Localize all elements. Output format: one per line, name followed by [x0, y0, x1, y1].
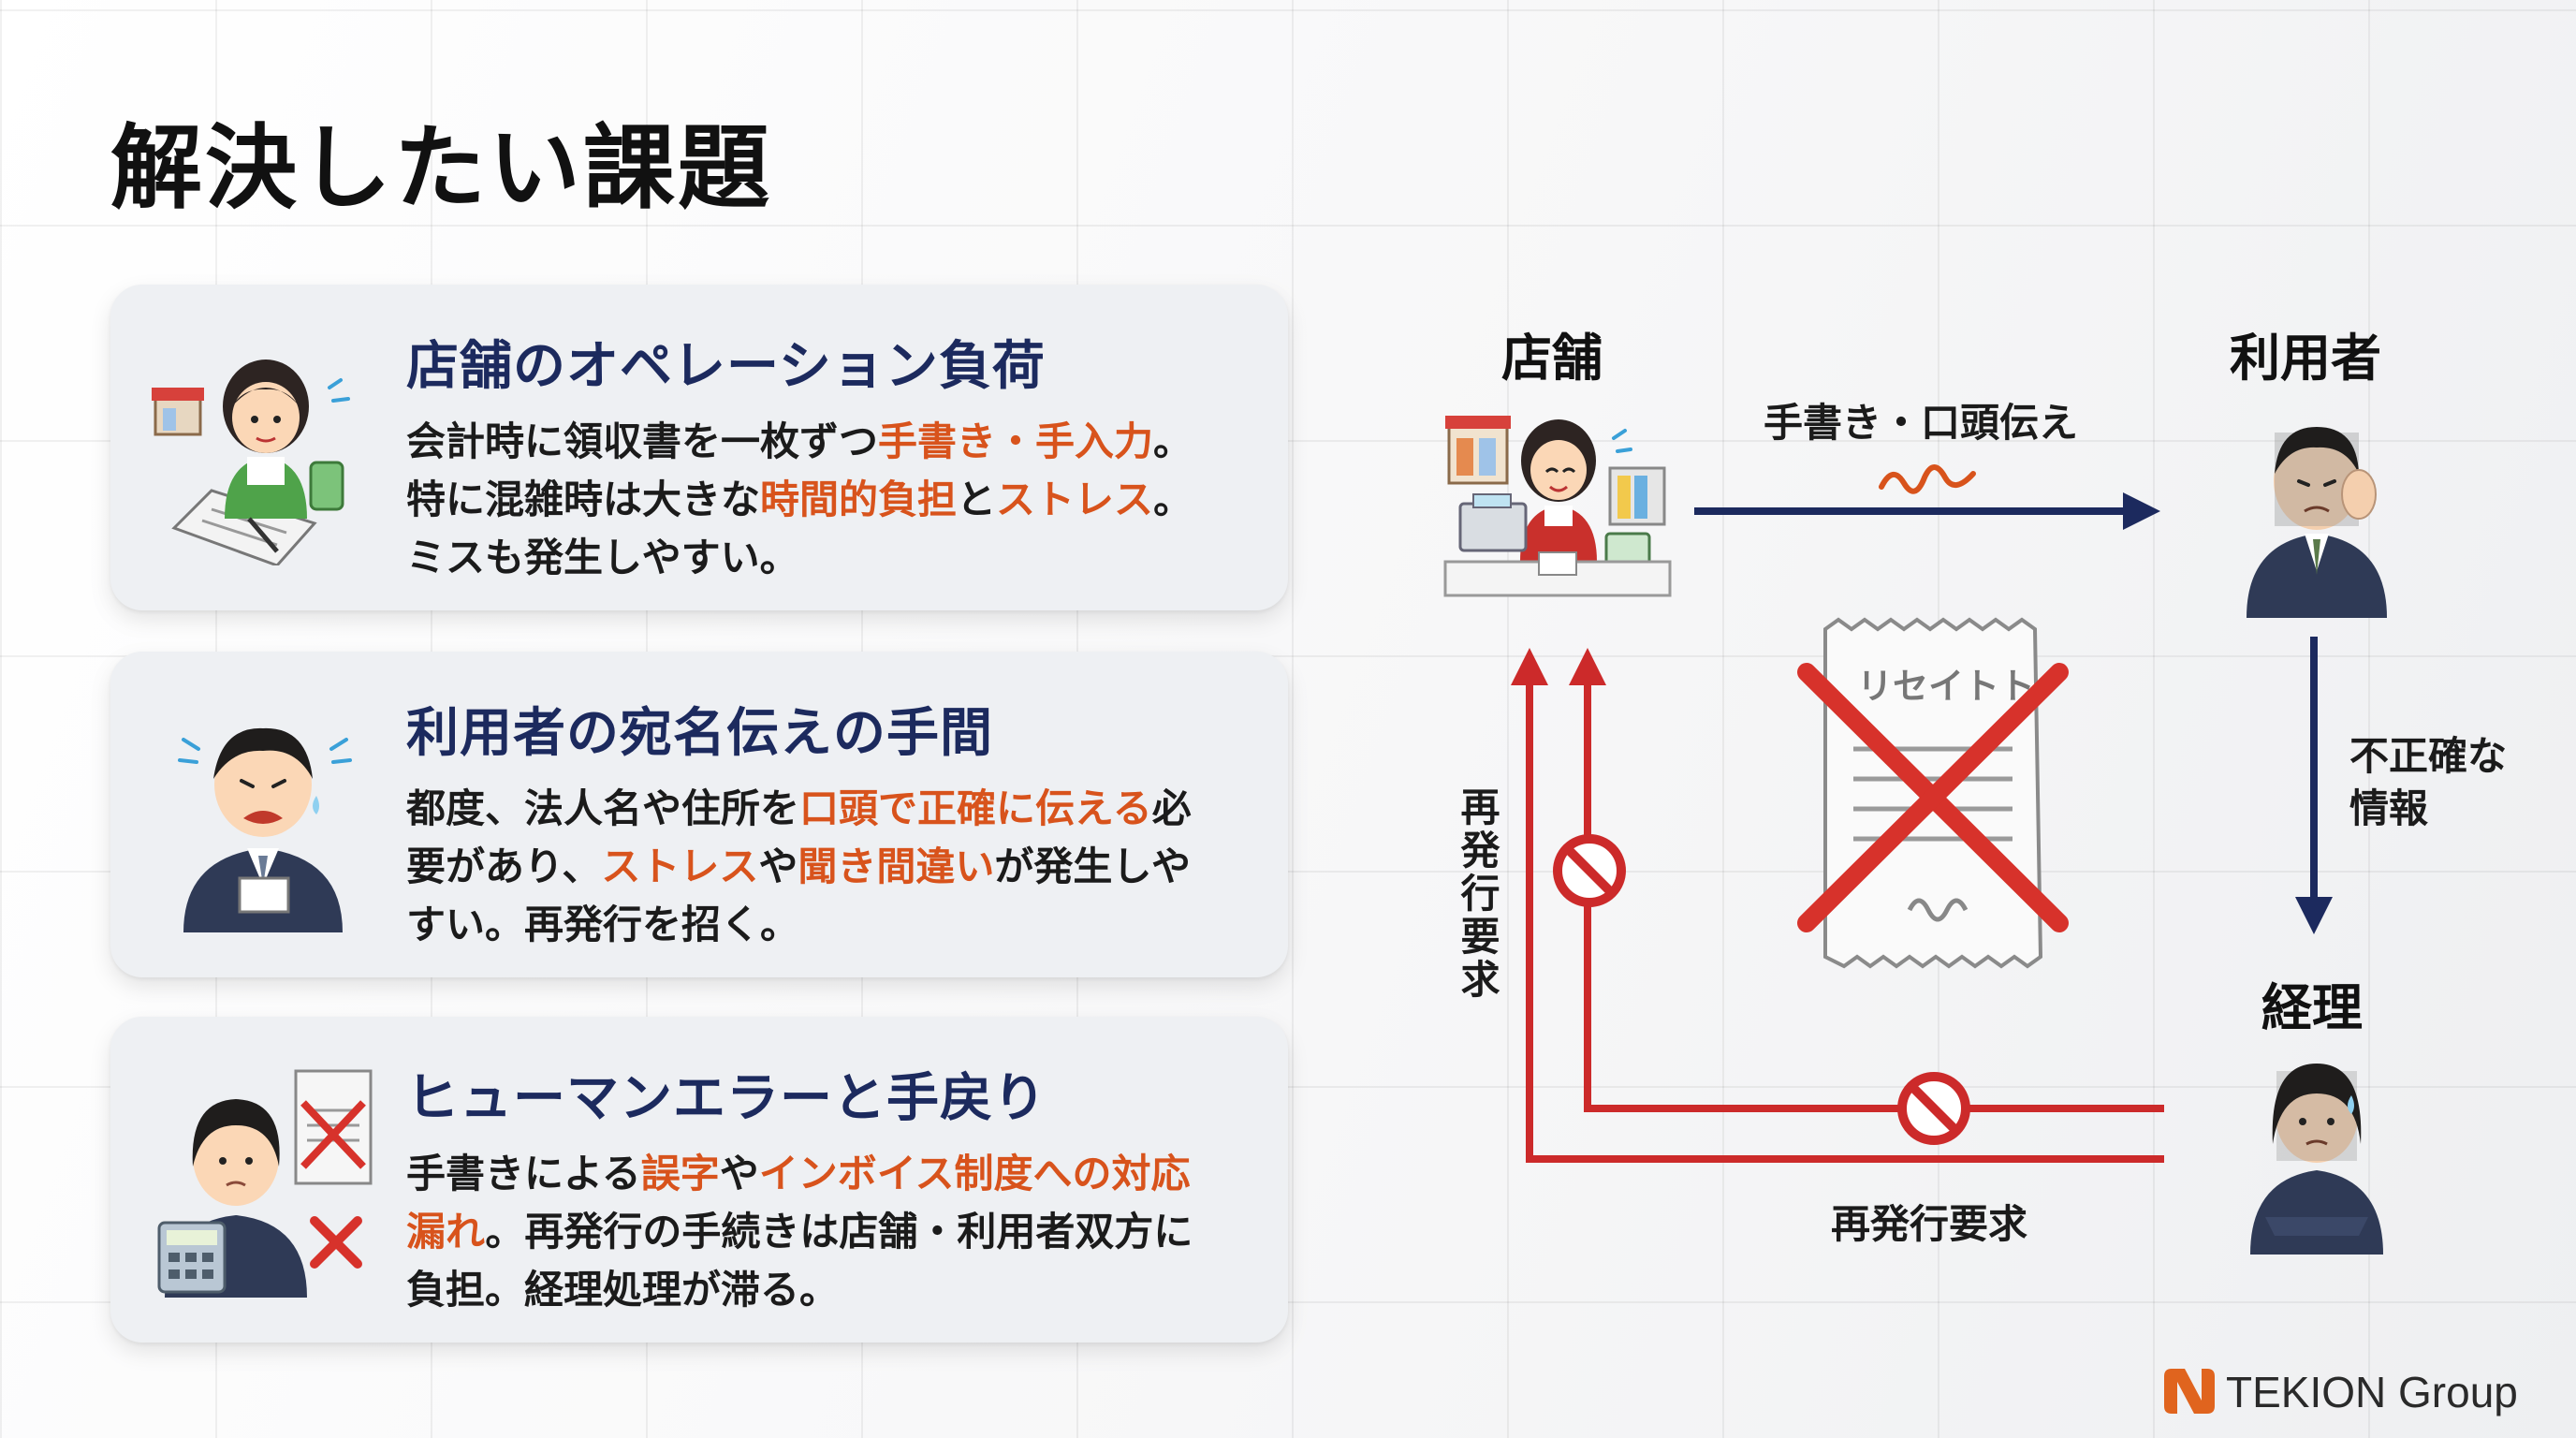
body-text: ミスも発生しやすい。: [406, 535, 799, 580]
highlight-text: ストレス: [601, 844, 759, 889]
store-label: 店舗: [1501, 329, 1603, 388]
store-staff-writing-illustration: [152, 360, 350, 565]
highlight-text: 漏れ: [406, 1209, 486, 1255]
logo-text: TEKION Group: [2226, 1368, 2518, 1416]
highlight-text: 誤字: [640, 1151, 720, 1196]
highlight-text: インボイス制度への対応: [758, 1151, 1191, 1196]
body-text: 特に混雑時は大きな: [406, 477, 761, 522]
tekion-logo-icon: [2164, 1369, 2215, 1414]
page-title: 解決したい課題: [110, 115, 773, 222]
user-label: 利用者: [2230, 329, 2381, 388]
highlight-text: 手書き・手入力: [878, 418, 1154, 464]
body-text: 要があり、: [406, 844, 602, 889]
body-text: 。: [1153, 477, 1193, 522]
body-text: と: [957, 477, 997, 522]
store-cashier-illustration: [1443, 416, 1672, 597]
reissue-vertical-label: 再発行要求: [1455, 786, 1500, 1002]
body-text: 都度、法人名や住所を: [406, 785, 800, 831]
arrow-user-accounting-label: 不正確な 情報: [2349, 733, 2508, 831]
card-description: 手書きによる誤字やインボイス制度への対応漏れ。再発行の手続きは店舗・利用者双方に…: [406, 1145, 1251, 1319]
worried-customer-illustration: [178, 727, 352, 932]
problem-card-human-error: ヒューマンエラーと手戻り 手書きによる誤字やインボイス制度への対応漏れ。再発行の…: [110, 1017, 1288, 1343]
card-title: 利用者の宛名伝えの手間: [406, 703, 993, 764]
card-description: 都度、法人名や住所を口頭で正確に伝える必要があり、ストレスや聞き間違いが発生しや…: [406, 780, 1251, 954]
problem-card-store-operation: 店舗のオペレーション負荷 会計時に領収書を一枚ずつ手書き・手入力。特に混雑時は大…: [110, 285, 1288, 610]
company-logo: TEKION Group: [2226, 1367, 2518, 1417]
card-title: 店舗のオペレーション負荷: [406, 336, 1046, 397]
body-text: 。: [1153, 418, 1193, 464]
highlight-text: 口頭で正確に伝える: [799, 785, 1152, 831]
arrow-store-user-label: 手書き・口頭伝え: [1764, 400, 2079, 446]
accountant-error-illustration: [157, 1069, 373, 1298]
body-text: 。再発行の手続きは店舗・利用者双方に: [485, 1209, 1193, 1255]
highlight-text: ストレス: [996, 477, 1154, 522]
highlight-text: 時間的負担: [760, 477, 958, 522]
accounting-label: 経理: [2261, 978, 2363, 1037]
body-text: 会計時に領収書を一枚ずつ: [406, 418, 879, 464]
accountant-troubled-illustration: [2250, 1064, 2383, 1255]
body-text: 負担。経理処理が滞る。: [406, 1267, 840, 1313]
body-text: が発生しや: [994, 844, 1191, 889]
reissue-outer-line: [1511, 648, 2164, 1163]
reissue-bottom-label: 再発行要求: [1831, 1201, 2028, 1247]
highlight-text: 聞き間違い: [798, 844, 995, 889]
card-title: ヒューマンエラーと手戻り: [406, 1068, 1046, 1129]
card-description: 会計時に領収書を一枚ずつ手書き・手入力。特に混雑時は大きな時間的負担とストレス。…: [406, 413, 1251, 587]
crossed-receipt-icon: [1797, 617, 2069, 969]
problem-card-address-communication: 利用者の宛名伝えの手間 都度、法人名や住所を口頭で正確に伝える必要があり、ストレ…: [110, 652, 1288, 977]
body-text: や: [719, 1151, 759, 1196]
user-worried-illustration: [2247, 427, 2387, 618]
body-text: 手書きによる: [406, 1151, 641, 1196]
squiggle-icon: [1879, 464, 1976, 494]
prohibition-icon: [1897, 1072, 1970, 1145]
body-text: や: [758, 844, 798, 889]
body-text: 必: [1151, 785, 1192, 831]
prohibition-icon: [1553, 834, 1626, 907]
receipt-text: リセイトト: [1857, 666, 2035, 707]
reissue-inner-line: [1569, 648, 2164, 1112]
body-text: すい。再発行を招く。: [406, 902, 800, 947]
